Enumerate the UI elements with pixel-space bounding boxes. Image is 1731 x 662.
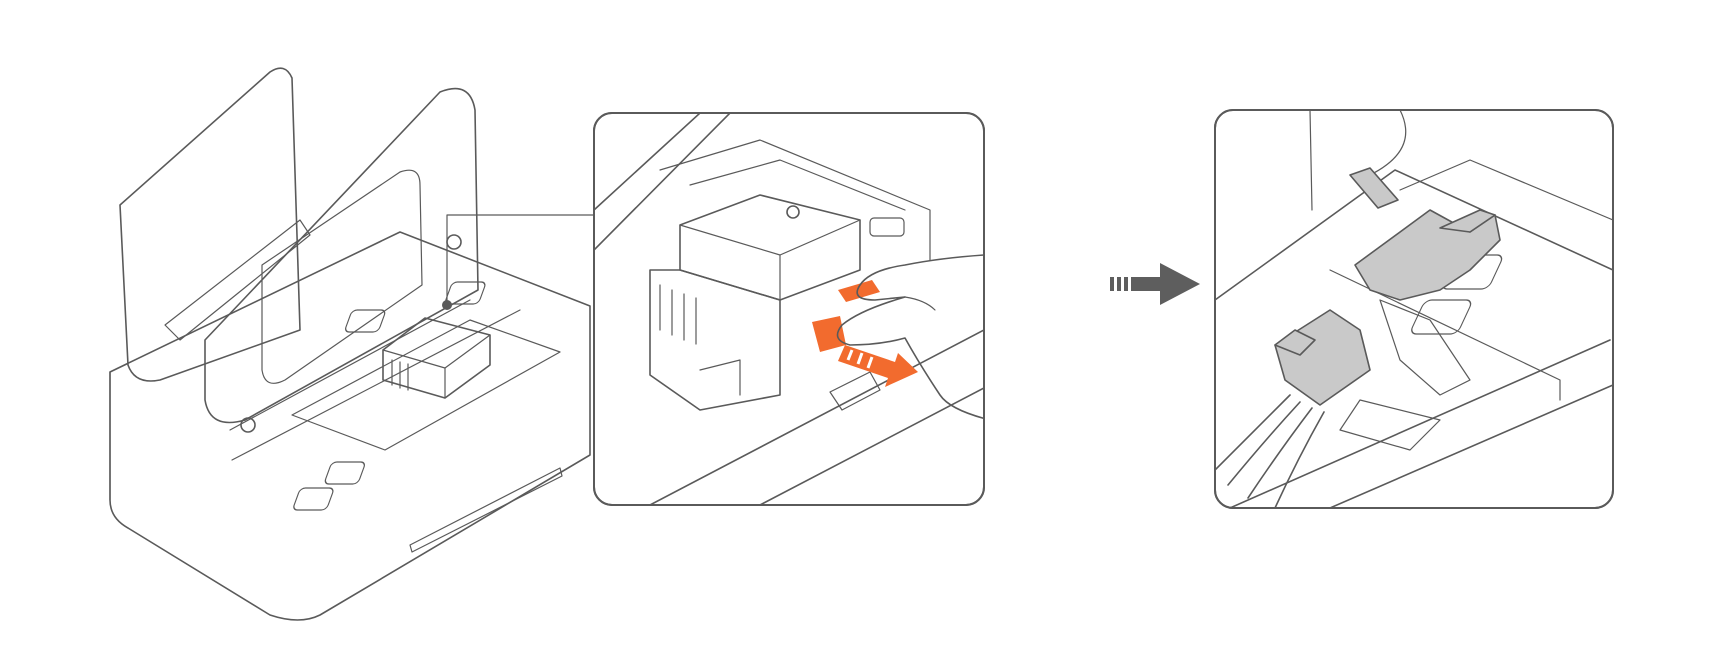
dock-overview-illustration — [109, 67, 595, 621]
release-tab-lower — [812, 316, 846, 352]
next-step-arrow-icon — [1110, 263, 1200, 305]
result-panel — [1214, 109, 1614, 509]
release-tab-upper — [838, 280, 880, 302]
pull-direction-arrow — [838, 345, 918, 387]
detail-callout-panel — [593, 112, 985, 506]
